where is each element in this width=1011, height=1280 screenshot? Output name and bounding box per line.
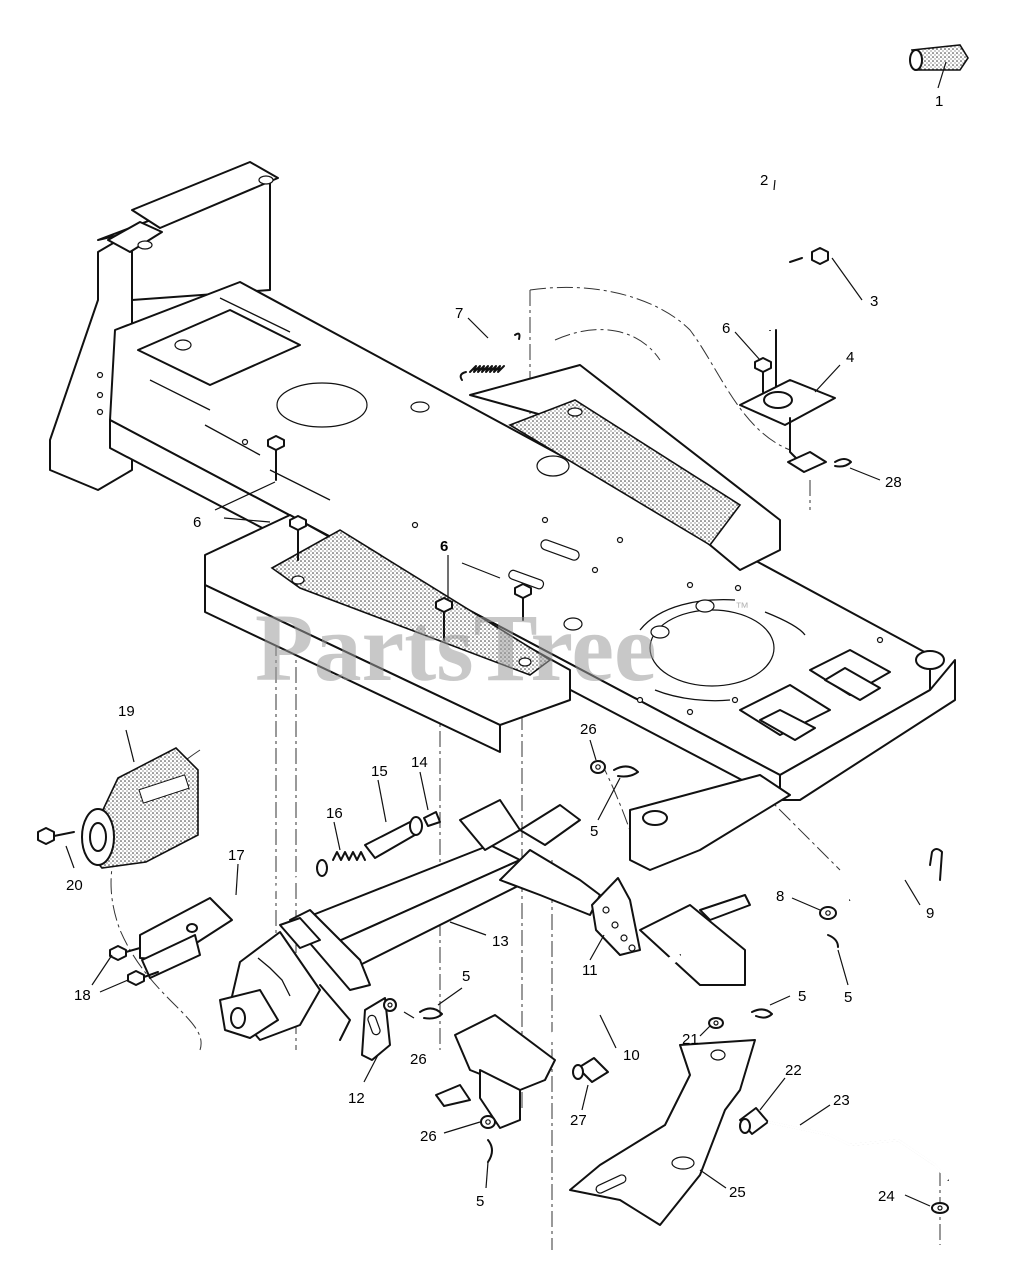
callout-9: 9 xyxy=(926,905,934,922)
callout-26-top: 26 xyxy=(580,721,597,738)
bolt-icon xyxy=(109,945,141,961)
lift-bracket xyxy=(109,897,233,986)
clip-icon xyxy=(419,1007,443,1020)
screw-icon xyxy=(289,515,307,561)
bolt-icon xyxy=(37,827,75,845)
clip-icon xyxy=(751,1008,773,1019)
washer-icon xyxy=(819,906,837,920)
spring-icon xyxy=(459,332,521,381)
callout-3: 3 xyxy=(870,293,878,310)
leader-lines xyxy=(65,61,947,1207)
screw-icon xyxy=(267,435,285,481)
lift-lever xyxy=(739,44,969,473)
rod-23 xyxy=(767,1120,949,1181)
rod-9 xyxy=(849,848,943,902)
callout-27: 27 xyxy=(570,1112,587,1129)
callout-22: 22 xyxy=(785,1062,802,1079)
callout-5-right: 5 xyxy=(844,989,852,1006)
watermark-trademark: ™ xyxy=(735,599,749,615)
callout-5-bottom: 5 xyxy=(476,1193,484,1210)
callout-25: 25 xyxy=(729,1184,746,1201)
lift-knob xyxy=(37,747,199,869)
callout-15: 15 xyxy=(371,763,388,780)
callout-4: 4 xyxy=(846,349,854,366)
callout-26-bottom: 26 xyxy=(420,1128,437,1145)
callout-6-center: 6 xyxy=(440,538,448,555)
callout-20: 20 xyxy=(66,877,83,894)
footrest-left xyxy=(204,514,571,753)
callout-6-top: 6 xyxy=(722,320,730,337)
lift-quadrant xyxy=(219,931,321,1041)
bolt-icon xyxy=(789,247,829,265)
small-parts xyxy=(361,760,949,1214)
callout-7: 7 xyxy=(455,305,463,322)
callout-17: 17 xyxy=(228,847,245,864)
deck-link-plate xyxy=(569,1039,756,1226)
callout-6-left: 6 xyxy=(193,514,201,531)
main-frame xyxy=(49,161,956,871)
callout-13: 13 xyxy=(492,933,509,950)
coupling-icon xyxy=(572,1057,609,1083)
frame-holes xyxy=(96,371,884,716)
callout-24: 24 xyxy=(878,1188,895,1205)
callout-21: 21 xyxy=(682,1031,699,1048)
watermark-brand: PartsTree xyxy=(255,594,657,701)
watermark: PartsTree ™ xyxy=(255,594,749,701)
bolt-icon xyxy=(127,970,159,986)
callout-5-mid: 5 xyxy=(462,968,470,985)
callout-14: 14 xyxy=(411,754,428,771)
washer-icon xyxy=(590,760,606,774)
callout-8: 8 xyxy=(776,888,784,905)
callout-26-mid: 26 xyxy=(410,1051,427,1068)
rear-lift-weldment xyxy=(435,894,751,1129)
clip-icon xyxy=(827,934,839,948)
callout-2: 2 xyxy=(760,172,768,189)
screw-icon xyxy=(514,583,532,621)
callout-18: 18 xyxy=(74,987,91,1004)
callout-1: 1 xyxy=(935,93,943,110)
callout-11: 11 xyxy=(582,962,598,979)
callout-23: 23 xyxy=(833,1092,850,1109)
callout-5-right-mid: 5 xyxy=(798,988,806,1005)
callout-28: 28 xyxy=(885,474,902,491)
washer-icon xyxy=(708,1017,724,1029)
lift-shaft-weldment xyxy=(279,799,601,1041)
screw-icon xyxy=(435,597,453,641)
callout-5-top: 5 xyxy=(590,823,598,840)
washer-icon xyxy=(931,1202,949,1214)
clip-icon xyxy=(487,1139,493,1163)
screws xyxy=(267,357,772,641)
washer-icon xyxy=(480,1115,496,1129)
callouts: 1 2 3 4 6 28 7 6 6 19 20 14 15 16 17 18 … xyxy=(66,93,943,1210)
ferrule-22 xyxy=(739,1107,769,1135)
callout-10: 10 xyxy=(623,1047,640,1064)
callout-19: 19 xyxy=(118,703,135,720)
washer-icon xyxy=(383,998,397,1012)
callout-16: 16 xyxy=(326,805,343,822)
footrest-right xyxy=(469,364,781,571)
callout-12: 12 xyxy=(348,1090,365,1107)
clip-icon xyxy=(613,765,639,778)
screw-icon xyxy=(754,357,772,393)
